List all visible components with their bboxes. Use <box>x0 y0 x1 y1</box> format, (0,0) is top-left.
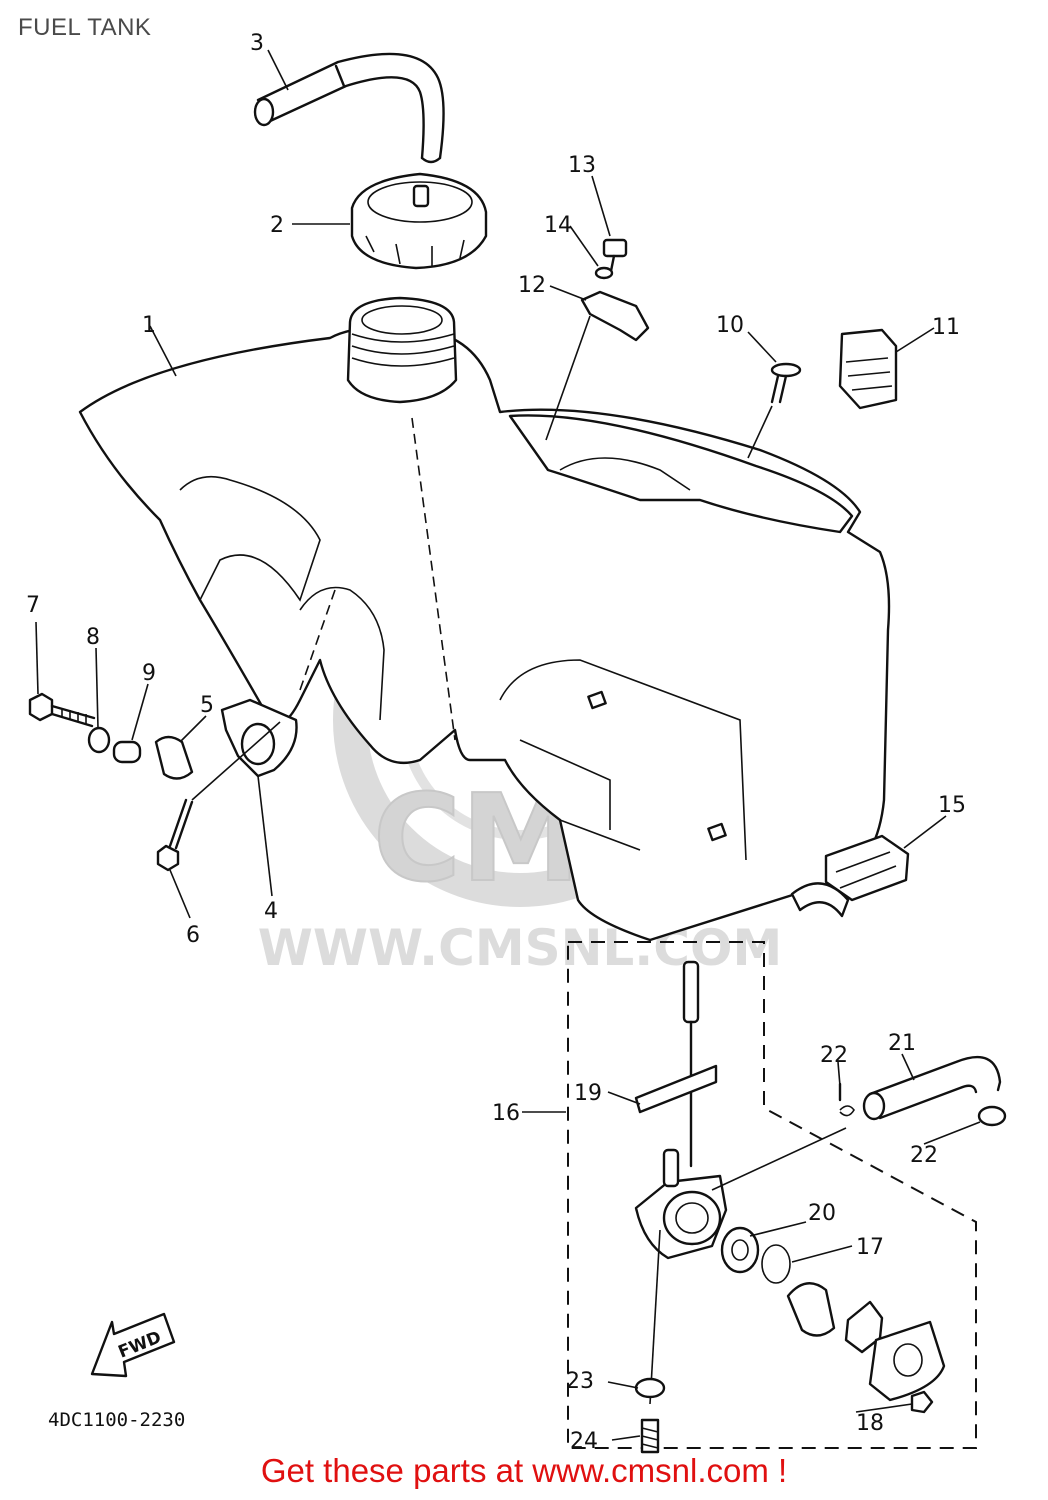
lever-parts <box>720 1226 946 1414</box>
callout-17: 17 <box>856 1235 884 1260</box>
damper-15 <box>790 834 910 918</box>
watermark-url: WWW.CMSNL.COM <box>258 919 783 977</box>
callout-22-bottom: 22 <box>910 1143 938 1168</box>
tank-clip-assembly <box>545 238 650 441</box>
callout-8: 8 <box>86 625 100 650</box>
fuel-tank <box>78 296 891 942</box>
damper-11 <box>838 328 898 410</box>
footer-promo-link[interactable]: Get these parts at www.cmsnl.com ! <box>260 1452 788 1489</box>
drain-parts <box>634 1377 666 1454</box>
callout-23: 23 <box>566 1369 594 1394</box>
fuel-hose-21 <box>711 1055 1007 1191</box>
callout-11: 11 <box>932 315 960 340</box>
callout-4: 4 <box>264 899 278 924</box>
fwd-arrow: FWD <box>90 1312 176 1378</box>
leader-lines <box>35 49 981 1441</box>
callout-12: 12 <box>518 273 546 298</box>
callout-20: 20 <box>808 1201 836 1226</box>
callout-2: 2 <box>270 213 284 238</box>
callout-19: 19 <box>574 1081 602 1106</box>
breather-hose <box>253 52 445 164</box>
diagram-code: 4DC1100-2230 <box>48 1409 185 1431</box>
callout-5: 5 <box>200 693 214 718</box>
page-title: FUEL TANK <box>18 14 152 41</box>
callout-22-top: 22 <box>820 1043 848 1068</box>
fuel-cap <box>350 172 488 270</box>
front-mount-assembly <box>28 692 298 872</box>
callout-10: 10 <box>716 313 744 338</box>
callout-6: 6 <box>186 923 200 948</box>
callout-18: 18 <box>856 1411 884 1436</box>
fuel-cock-boundary <box>567 941 977 1449</box>
callout-9: 9 <box>142 661 156 686</box>
callout-labels: 3 2 1 13 14 12 10 11 7 8 9 5 4 6 15 16 1… <box>26 31 966 1454</box>
screw-10 <box>747 362 802 459</box>
callout-14: 14 <box>544 213 572 238</box>
callout-13: 13 <box>568 153 596 178</box>
callout-24: 24 <box>570 1429 598 1454</box>
callout-21: 21 <box>888 1031 916 1056</box>
callout-15: 15 <box>938 793 966 818</box>
callout-7: 7 <box>26 593 40 618</box>
fuel-cock <box>634 960 728 1405</box>
callout-16: 16 <box>492 1101 520 1126</box>
callout-3: 3 <box>250 31 264 56</box>
callout-1: 1 <box>142 313 156 338</box>
